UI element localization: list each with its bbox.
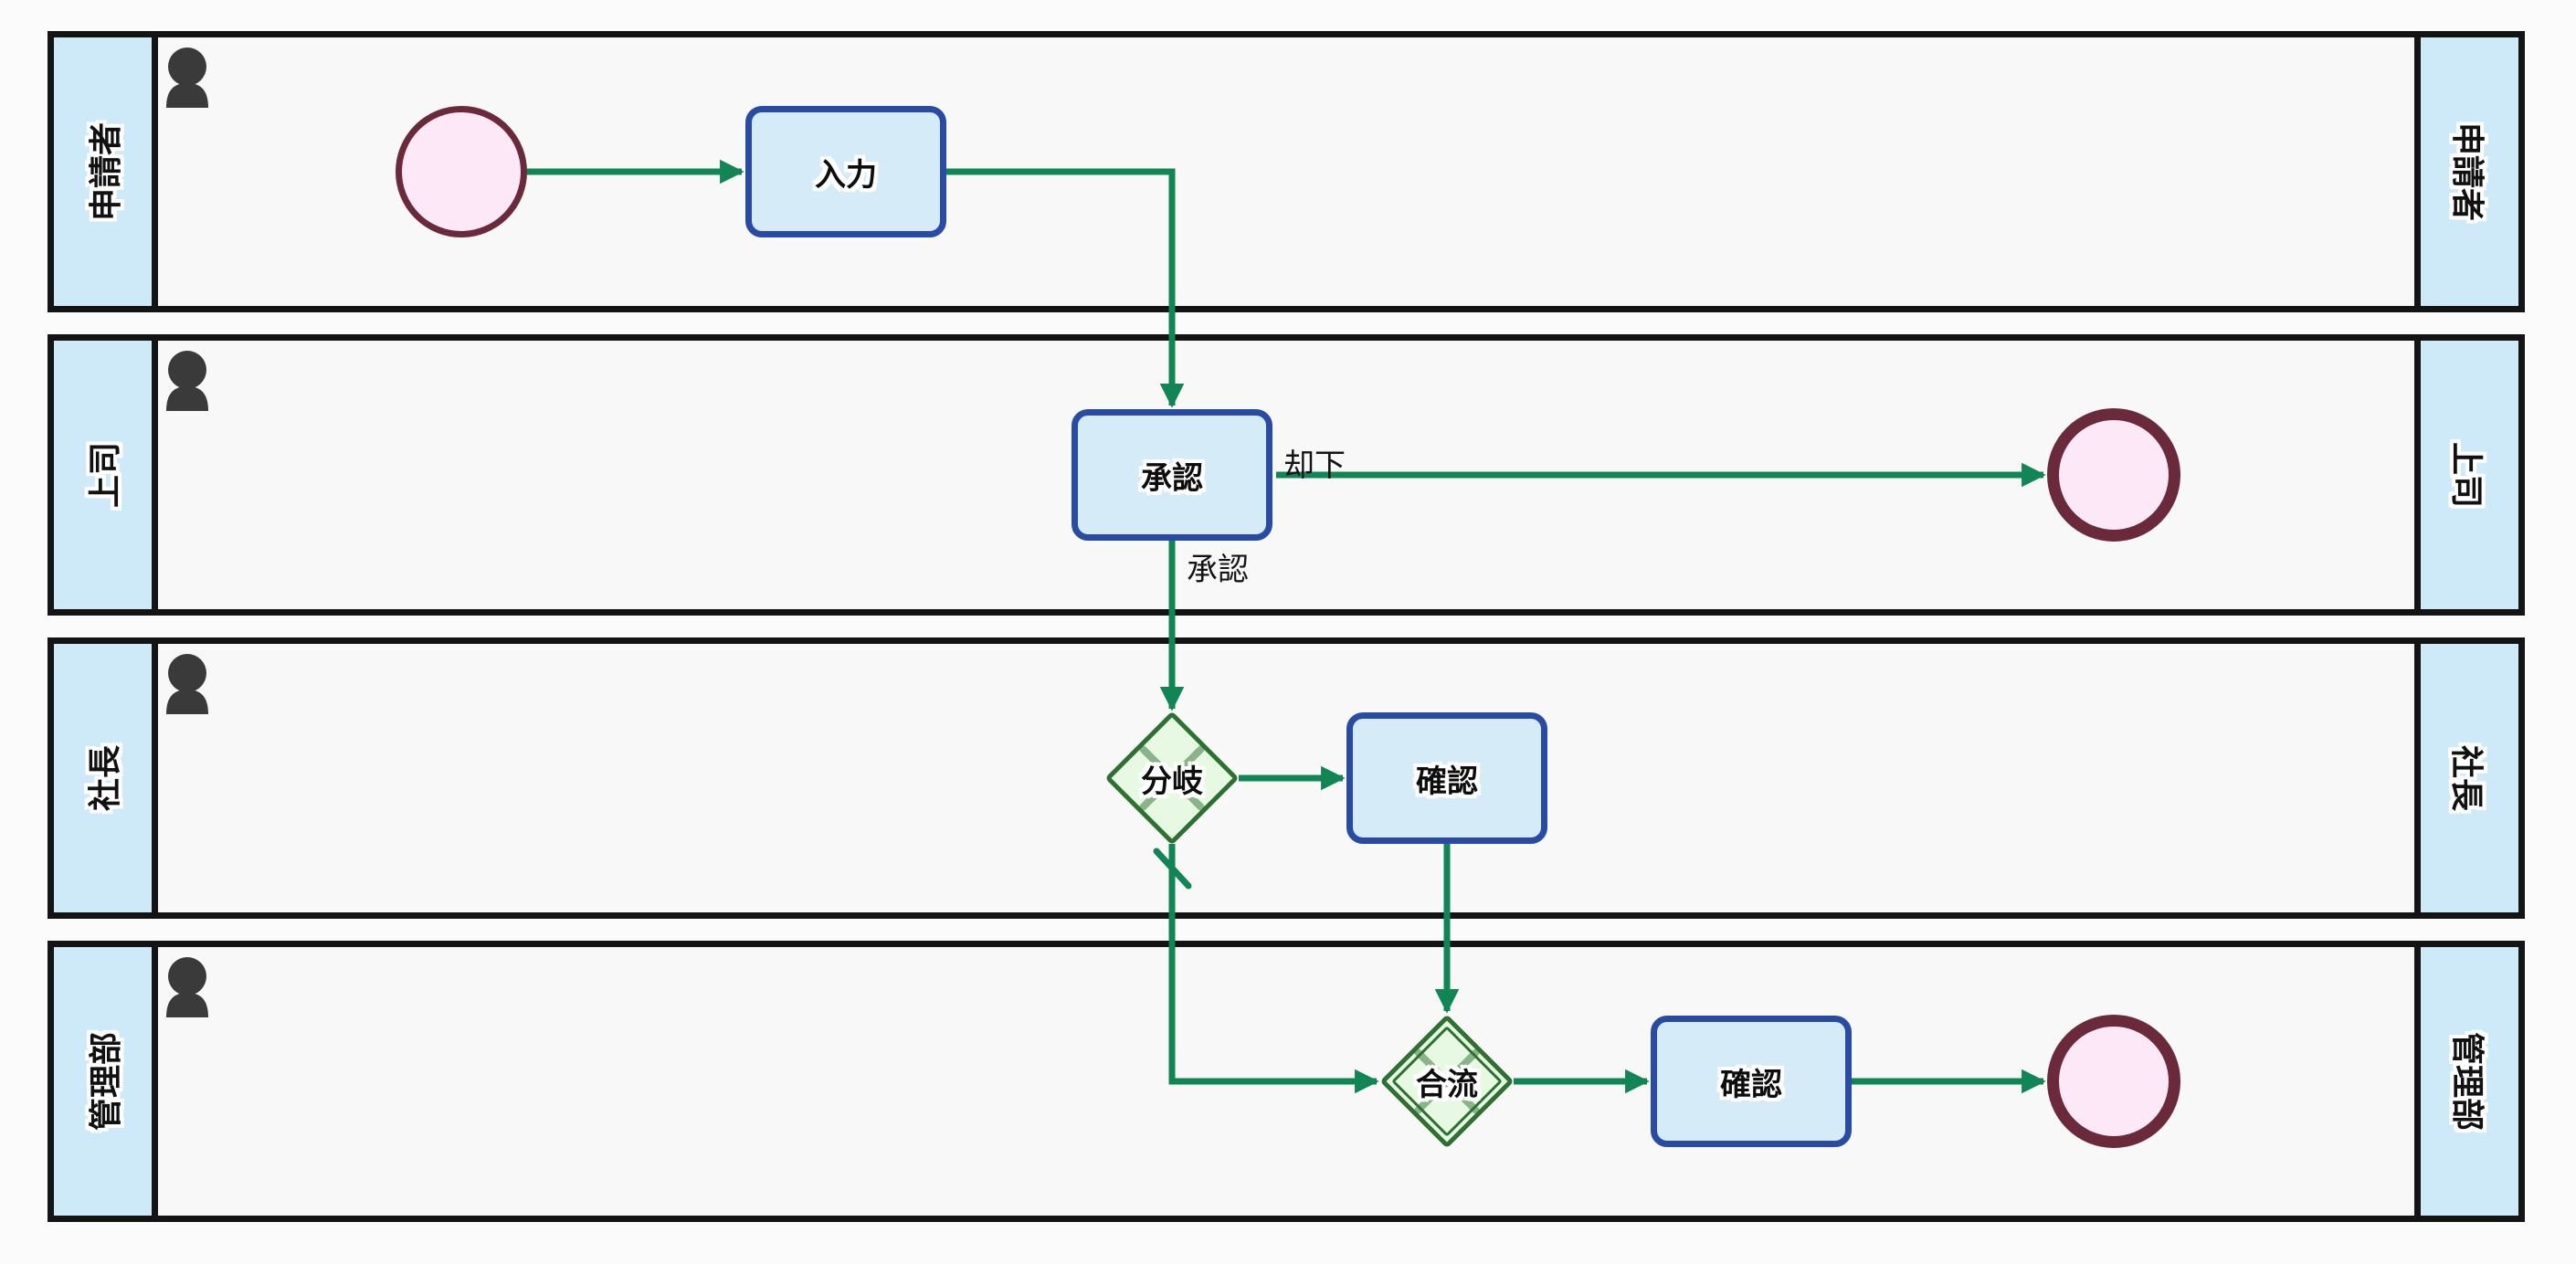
edge-label-approve: 承認 [1187,553,1249,587]
flow-branch-to-merge [1168,844,1379,1094]
person-icon [166,47,208,108]
task-label: 入力 [815,157,877,193]
lane-header-applicant-right: 申請者 [2414,37,2518,306]
gateway-branch[interactable]: 分岐 [1104,711,1240,846]
person-icon [166,351,208,411]
task-approve[interactable]: 承認 [1072,409,1272,541]
lane-header-boss-left: 上司 [54,341,158,609]
final-end-event[interactable] [2047,1015,2180,1148]
flow-input-to-approve [946,168,1185,408]
lane-header-president-left: 社長 [54,644,158,912]
task-label: 承認 [1141,460,1203,496]
gateway-merge[interactable]: 合流 [1379,1014,1515,1149]
lane-header-applicant-left: 申請者 [54,37,158,306]
task-label: 確認 [1720,1067,1782,1102]
person-icon [166,957,208,1017]
lane-header-admin-left: 管理部 [54,947,158,1216]
start-event[interactable] [396,106,527,237]
person-icon [166,654,208,714]
lane-header-admin-right: 管理部 [2414,947,2518,1216]
task-label: 確認 [1416,764,1478,799]
edge-label-reject: 却下 [1283,448,1346,483]
task-confirm-admin[interactable]: 確認 [1651,1016,1852,1147]
gateway-label: 分岐 [1141,764,1203,799]
default-flow-slash [1153,848,1192,890]
lane-header-boss-right: 上司 [2414,341,2518,609]
task-confirm-president[interactable]: 確認 [1346,712,1547,844]
lane-header-president-right: 社長 [2414,644,2518,912]
reject-end-event[interactable] [2047,408,2180,542]
gateway-label: 合流 [1416,1067,1478,1102]
task-input[interactable]: 入力 [745,106,946,237]
